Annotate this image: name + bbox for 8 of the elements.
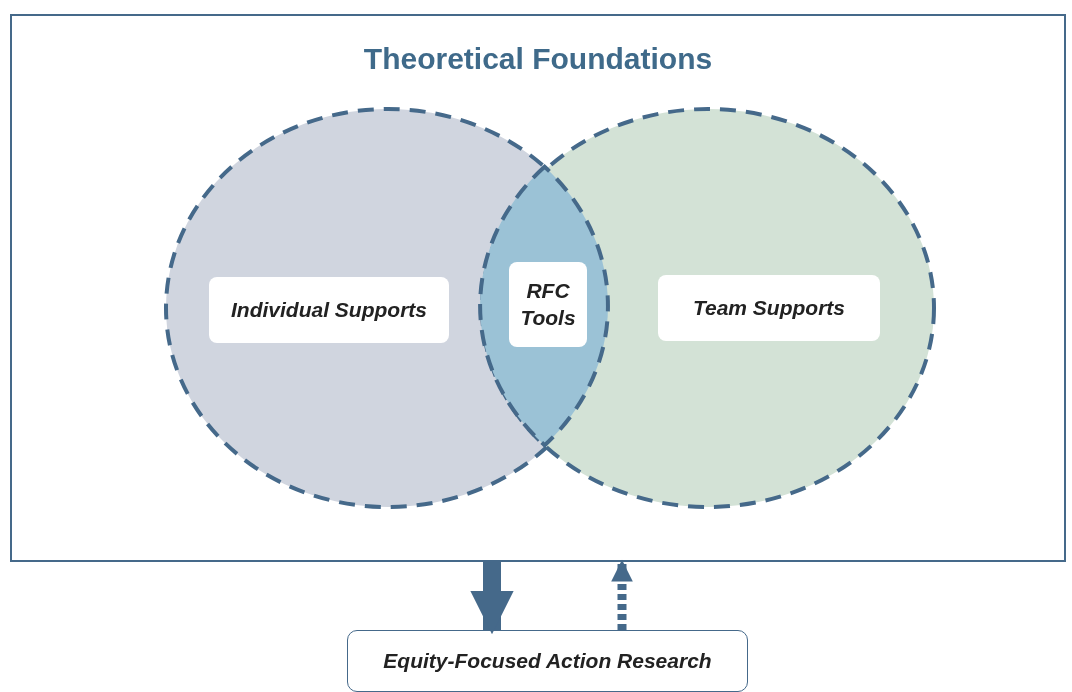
title: Theoretical Foundations <box>362 42 714 76</box>
arrow <box>470 562 514 635</box>
label-card: RFC Tools <box>509 262 587 347</box>
label-card: Team Supports <box>658 275 880 341</box>
label-box: Equity-Focused Action Research <box>347 630 748 692</box>
arrow <box>611 559 633 630</box>
frame-box <box>10 14 1066 562</box>
label-card: Individual Supports <box>209 277 449 343</box>
